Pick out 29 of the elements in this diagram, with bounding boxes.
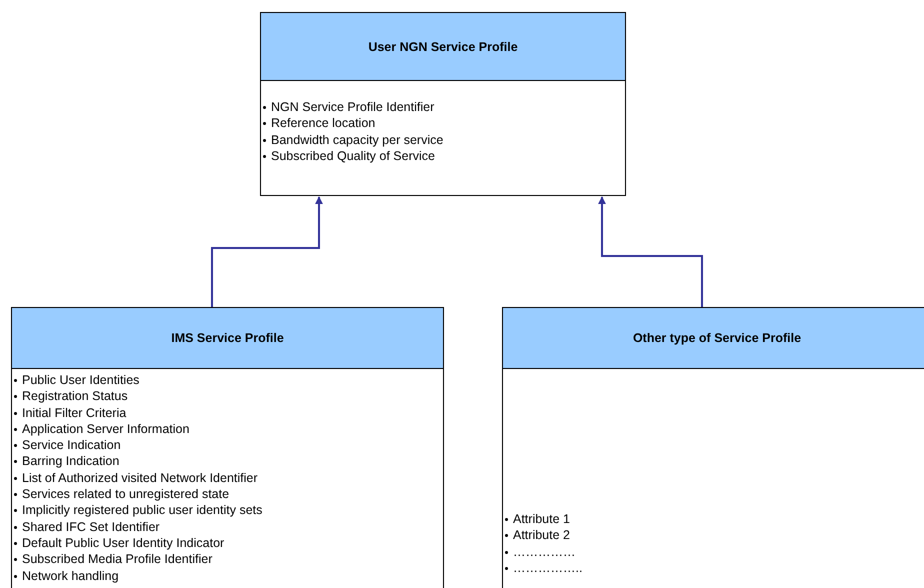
bullet-item: …………….. bbox=[503, 560, 924, 576]
bullet-item: Shared IFC Set Identifier bbox=[12, 518, 443, 535]
bullet-item: Reference location bbox=[261, 115, 625, 132]
bullet-item: List of Authorized visited Network Identifier bbox=[12, 470, 443, 486]
bullet-item: Default Public User Identity Indicator bbox=[12, 534, 443, 552]
bullet-item: Initial Filter Criteria bbox=[12, 404, 443, 421]
bullet-item: Attribute 2 bbox=[503, 527, 924, 544]
bullet-item: Application Server Information bbox=[12, 420, 443, 438]
bullet-item: Service Indication bbox=[12, 437, 443, 454]
bullet-item: Barring Indication bbox=[12, 453, 443, 470]
bullet-item: Services related to unregistered state bbox=[12, 486, 443, 502]
bullet-item: Attribute 1 bbox=[503, 511, 924, 528]
profile-box bbox=[502, 307, 924, 588]
box-heading: Other type of Service Profile bbox=[632, 331, 802, 345]
bullet-item: Subscribed Quality of Service bbox=[261, 148, 625, 164]
profile-box bbox=[260, 12, 626, 196]
bullet-item: Implicitly registered public user identity sets bbox=[12, 502, 443, 519]
bullet-item: NGN Service Profile Identifier bbox=[261, 99, 625, 116]
bullet-item: Public User Identities bbox=[12, 372, 443, 388]
box-heading: IMS Service Profile bbox=[171, 331, 284, 345]
arrow bbox=[211, 196, 323, 307]
bullet-item: Bandwidth capacity per service bbox=[261, 132, 625, 148]
box-heading: User NGN Service Profile bbox=[368, 40, 518, 54]
arrow bbox=[598, 196, 703, 307]
bullet-item: Network handling bbox=[12, 568, 443, 584]
bullet-item: …………… bbox=[503, 544, 924, 560]
bullet-item: Registration Status bbox=[12, 388, 443, 405]
bullet-item: Subscribed Media Profile Identifier bbox=[12, 551, 443, 568]
profile-box bbox=[11, 307, 444, 588]
